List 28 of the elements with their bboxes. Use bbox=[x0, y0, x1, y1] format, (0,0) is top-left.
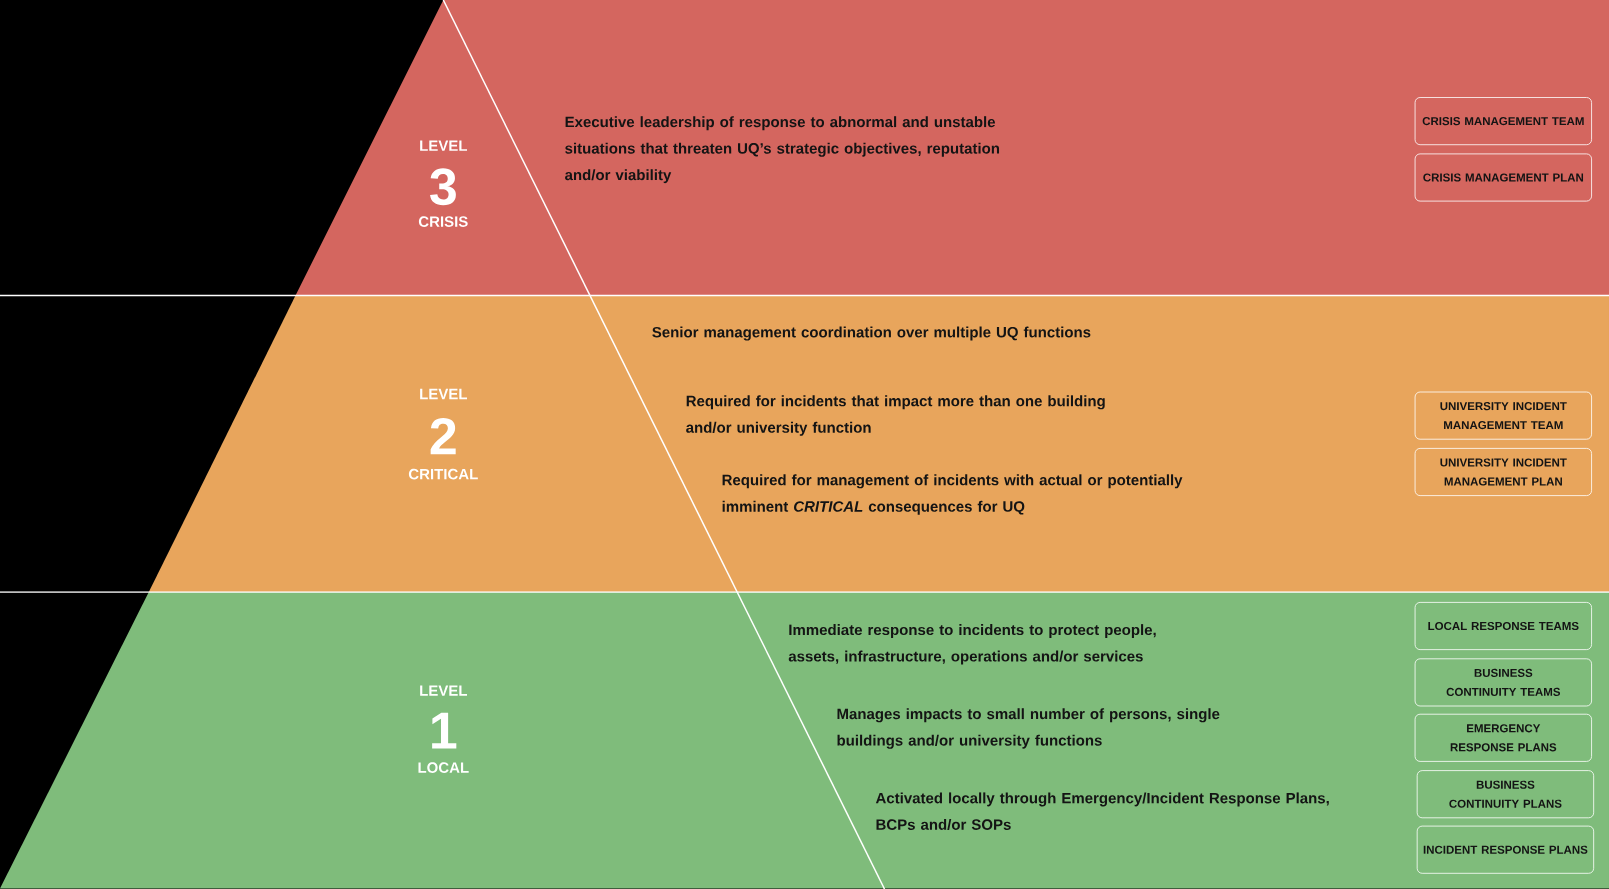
description: Manages impacts to small number of persons, single buildings and/or university functions bbox=[837, 708, 1220, 749]
tag-box: CRISIS MANAGEMENT PLAN bbox=[1414, 153, 1592, 202]
description: Required for incidents that impact more than one building and/or university function bbox=[686, 395, 1105, 436]
tag-box: BUSINESS CONTINUITY PLANS bbox=[1416, 770, 1595, 819]
pyramid-tier bbox=[0, 592, 1609, 889]
description: Activated locally through Emergency/Incident Response Plans, BCPs and/or SOPs bbox=[875, 792, 1329, 831]
tag-box: BUSINESS CONTINUITY TEAMS bbox=[1414, 658, 1592, 707]
level-name: CRITICAL bbox=[408, 468, 478, 480]
level-number: 3 bbox=[430, 168, 456, 206]
tag-box: UNIVERSITY INCIDENT MANAGEMENT PLAN bbox=[1414, 448, 1592, 496]
tag-box: CRISIS MANAGEMENT TEAM bbox=[1414, 97, 1592, 146]
level-label: LEVEL bbox=[420, 388, 467, 400]
level-label: LEVEL bbox=[420, 685, 467, 696]
level-number: 1 bbox=[432, 712, 457, 749]
description: Senior management coordination over multiple UQ functions bbox=[652, 326, 1091, 341]
description: Required for management of incidents with actual or potentially imminent CRITICAL consequences for UQ bbox=[722, 474, 1183, 515]
tag-box: UNIVERSITY INCIDENT MANAGEMENT TEAM bbox=[1414, 391, 1592, 440]
tag-box: LOCAL RESPONSE TEAMS bbox=[1414, 602, 1592, 650]
tag-box: INCIDENT RESPONSE PLANS bbox=[1416, 825, 1595, 874]
level-number: 2 bbox=[430, 417, 456, 455]
level-label: LEVEL bbox=[420, 140, 467, 151]
description: Immediate response to incidents to protect people, assets, infrastructure, operations and/or services bbox=[788, 624, 1156, 665]
level-name: LOCAL bbox=[418, 762, 469, 773]
description: Executive leadership of response to abnormal and unstable situations that threaten UQ’s strategic objectives, reputation and/or viability bbox=[565, 116, 999, 184]
pyramid-tier bbox=[295, 0, 1609, 296]
level-name: CRISIS bbox=[418, 216, 468, 227]
pyramid-tier bbox=[148, 295, 1609, 593]
tag-box: EMERGENCY RESPONSE PLANS bbox=[1414, 713, 1592, 762]
